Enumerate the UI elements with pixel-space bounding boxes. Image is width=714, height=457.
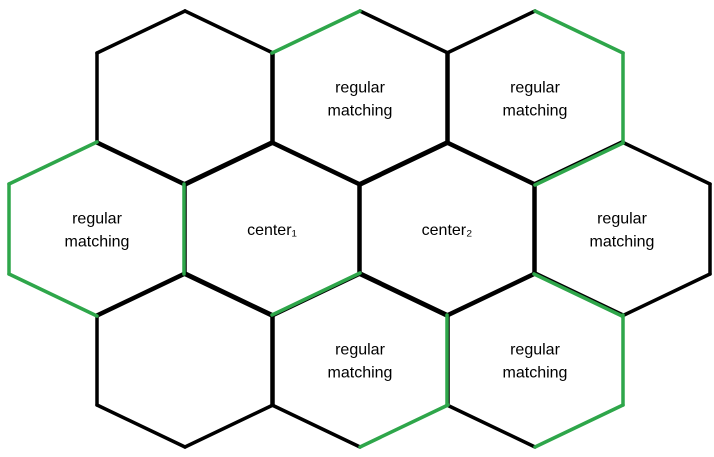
hex-mid-right-bottom-right-edge bbox=[620, 272, 712, 318]
hexagon-labels: regular matching regular matching regular mat… bbox=[65, 80, 655, 382]
hex-bottom-right-bottom-left-edge bbox=[445, 403, 537, 449]
hex-bottom-mid-bottom-left-edge bbox=[270, 403, 362, 449]
hex-mid-left-top-right-edge bbox=[95, 140, 187, 186]
hex-top-mid-top-left-edge-matched bbox=[270, 9, 362, 55]
hex-bottom-right-top-left-edge bbox=[445, 271, 537, 317]
hex-mid-left-label: regular bbox=[72, 211, 122, 228]
hex-bottom-left-bottom-right-edge bbox=[183, 403, 275, 449]
hex-top-left-top-left-edge bbox=[95, 9, 187, 55]
hex-center-2-label: center₂ bbox=[422, 222, 473, 239]
hex-center-1-top-right-edge bbox=[270, 140, 362, 186]
hex-mid-left-bottom-left-edge-matched bbox=[7, 272, 99, 318]
hex-mid-right-top-right-edge bbox=[620, 140, 712, 186]
hex-top-right-bottom-right-edge-matched bbox=[533, 141, 625, 187]
hex-bottom-left-top-left-edge bbox=[95, 271, 187, 317]
hex-top-right-label: matching bbox=[503, 103, 568, 120]
hex-bottom-mid-label: matching bbox=[328, 365, 393, 382]
hex-bottom-right-label: matching bbox=[503, 365, 568, 382]
hex-mid-left-label: matching bbox=[65, 234, 130, 251]
hex-top-right-top-right-edge-matched bbox=[533, 9, 625, 55]
hex-bottom-left-top-right-edge bbox=[183, 271, 275, 317]
hex-top-mid-label: regular bbox=[335, 80, 385, 97]
hex-center-2-top-left-edge bbox=[357, 140, 449, 186]
hex-top-mid-label: matching bbox=[328, 103, 393, 120]
hex-bottom-left-bottom-left-edge bbox=[95, 403, 187, 449]
hex-bottom-mid-top-left-edge-matched bbox=[270, 271, 362, 317]
hex-center-1-label: center₁ bbox=[247, 222, 297, 239]
hex-top-left-top-right-edge bbox=[183, 9, 275, 55]
hex-bottom-mid-bottom-right-edge-matched bbox=[358, 403, 450, 449]
hex-mid-right-label: matching bbox=[590, 234, 655, 251]
hex-top-right-label: regular bbox=[510, 80, 560, 97]
hex-mid-left-top-left-edge-matched bbox=[7, 140, 99, 186]
hex-mid-right-bottom-left-edge-matched bbox=[532, 272, 624, 318]
hex-bottom-right-label: regular bbox=[510, 342, 560, 359]
hex-bottom-mid-label: regular bbox=[335, 342, 385, 359]
hex-bottom-right-bottom-right-edge-matched bbox=[533, 403, 625, 449]
hex-center-1-top-left-edge bbox=[182, 140, 274, 186]
hex-center-2-top-right-edge bbox=[445, 140, 537, 186]
hex-top-right-top-left-edge bbox=[445, 9, 537, 55]
hex-bottom-mid-top-right-edge bbox=[358, 271, 450, 317]
hex-mid-right-label: regular bbox=[597, 211, 647, 228]
hex-top-mid-top-right-edge bbox=[358, 9, 450, 55]
hexagon-edges bbox=[7, 9, 712, 449]
